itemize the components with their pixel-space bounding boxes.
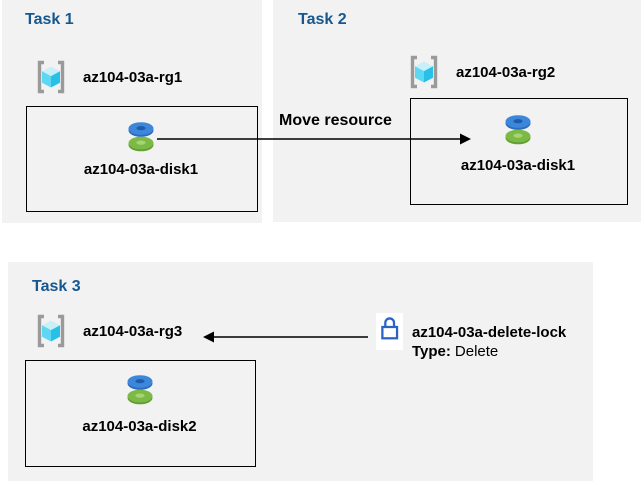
task3-panel [8,262,593,481]
resource-group-icon [35,313,67,349]
task2-disk-box [410,98,628,205]
task3-resource-group-label: az104-03a-rg3 [83,322,183,340]
task1-panel [2,0,262,223]
move-resource-arrow [157,133,471,145]
task1-title: Task 1 [25,11,74,28]
task2-disk-label: az104-03a-disk1 [460,157,576,174]
task2-panel [273,0,641,222]
task1-disk-label: az104-03a-disk1 [83,161,199,178]
task1-disk-box [26,106,258,212]
delete-lock-type: Type:Delete [412,343,498,360]
lock-tile [376,313,403,350]
task3-title: Task 3 [32,278,81,295]
disk-icon [499,112,537,146]
delete-lock-name: az104-03a-delete-lock [412,324,567,341]
task1-resource-group: az104-03a-rg1 [35,59,182,95]
move-resource-label: Move resource [279,112,392,129]
task3-disk-label: az104-03a-disk2 [82,418,197,435]
lock-type-value: Delete [454,343,499,360]
task1-resource-group-label: az104-03a-rg1 [83,68,183,86]
disk-icon [122,119,160,153]
task2-resource-group-label: az104-03a-rg2 [456,63,556,81]
task3-resource-group: az104-03a-rg3 [35,313,182,349]
task2-resource-group: az104-03a-rg2 [408,54,555,90]
task2-title: Task 2 [298,11,347,28]
lock-type-label: Type: [412,343,451,360]
disk-icon [121,372,159,406]
lock-icon [378,314,401,350]
task3-disk-box [25,360,256,467]
resource-group-icon [408,54,440,90]
delete-lock-arrow [203,331,368,343]
resource-group-icon [35,59,67,95]
